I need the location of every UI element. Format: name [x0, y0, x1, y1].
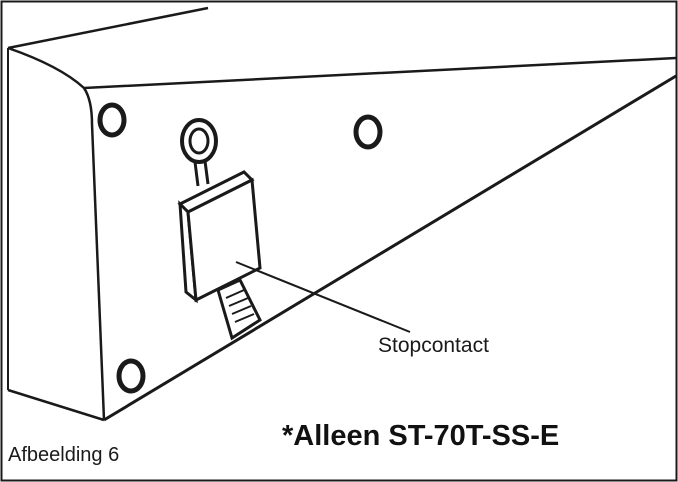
screw-hole-top-right	[353, 114, 383, 150]
screw-hole-top-left	[97, 102, 127, 138]
housing-bottom-side-edge	[7, 388, 105, 422]
housing-panel-bottom-edge	[103, 74, 677, 422]
housing-top-front-edge	[7, 46, 677, 90]
callout-label-outlet: Stopcontact	[378, 334, 489, 357]
callout-leader-line	[235, 261, 411, 333]
model-note: *Alleen ST-70T-SS-E	[282, 420, 560, 452]
housing-panel-left-edge	[82, 87, 106, 421]
power-outlet-icon	[177, 118, 262, 341]
screw-hole-bottom-left	[116, 358, 146, 394]
housing-top-back-edge	[7, 6, 209, 50]
figure-caption: Afbeelding 6	[8, 444, 120, 466]
